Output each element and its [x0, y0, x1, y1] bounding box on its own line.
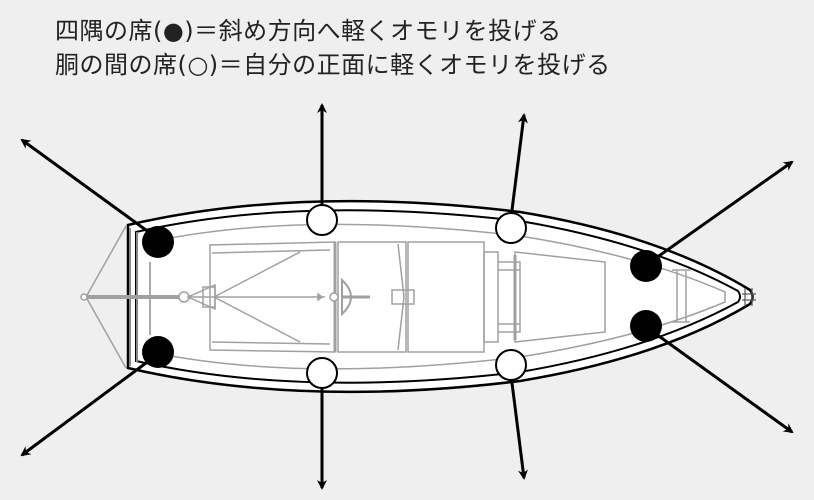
seat-middle-right-1	[306, 357, 338, 389]
arrow-bow-left	[655, 160, 794, 260]
boat-hull	[126, 199, 756, 394]
bow-tip	[742, 288, 756, 306]
hull-inner	[135, 209, 741, 384]
seat-middle-right-2	[495, 349, 527, 381]
arrow-bow-right	[655, 332, 794, 434]
seat-corner-stern-right	[142, 336, 174, 368]
stern-outboard	[80, 225, 325, 369]
deck-layout	[209, 241, 690, 353]
seat-corner-stern-left	[142, 226, 174, 258]
arrow-mid-left-2	[509, 113, 528, 219]
arrow-stern-right	[20, 358, 151, 457]
seat-middle-left-1	[306, 204, 338, 236]
seat-corner-bow-right	[630, 310, 662, 342]
caption-middle-seats: 胴の間の席(○)＝自分の正面に軽くオモリを投げる	[55, 51, 611, 79]
arrow-stern-left	[20, 138, 151, 235]
seat-corner-bow-left	[630, 250, 662, 282]
throw-arrows	[20, 103, 794, 490]
caption: 四隅の席(●)＝斜め方向へ軽くオモリを投げる 胴の間の席(○)＝自分の正面に軽く…	[55, 14, 611, 82]
gunwale-line	[149, 223, 726, 370]
caption-corner-seats: 四隅の席(●)＝斜め方向へ軽くオモリを投げる	[55, 17, 562, 45]
seat-middle-left-2	[495, 212, 527, 244]
arrow-mid-right-2	[509, 374, 528, 480]
seats	[142, 204, 662, 389]
